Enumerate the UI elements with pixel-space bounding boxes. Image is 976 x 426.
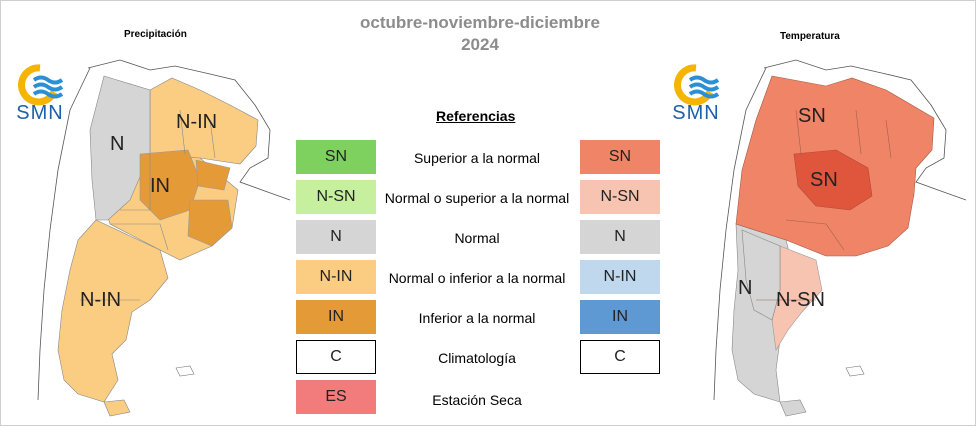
temp-map: SN SN N N-SN	[713, 59, 967, 417]
precip-region-northwest	[89, 75, 151, 221]
ref-label-normal-superior: Normal o superior a la normal	[384, 190, 570, 206]
temp-chile-border	[713, 67, 767, 401]
temp-label-sn-center: SN	[810, 169, 838, 191]
precip-region-in-east	[187, 199, 233, 247]
precip-malvinas	[175, 365, 195, 377]
precip-region-in-littoral	[195, 159, 231, 191]
ref-left-in: IN	[296, 300, 376, 334]
ref-label-climatologia: Climatología	[438, 350, 516, 366]
precip-label-in: IN	[150, 175, 170, 197]
temp-map-title: Temperatura	[780, 31, 840, 42]
temp-label-n: N	[738, 277, 752, 299]
ref-label-normal: Normal	[454, 230, 500, 246]
ref-label-superior: Superior a la normal	[413, 150, 541, 166]
smn-logo-text: SMN	[672, 102, 720, 124]
temp-province-lines	[756, 109, 892, 301]
references-title: Referencias	[436, 108, 516, 124]
ref-left-n: N	[296, 220, 376, 254]
temp-label-n-sn: N-SN	[776, 289, 825, 311]
ref-label-normal-inferior: Normal o inferior a la normal	[388, 270, 566, 286]
title-period: octubre-noviembre-diciembre	[360, 13, 600, 32]
ref-right-in: IN	[580, 300, 660, 334]
smn-logo-right: SMN	[666, 62, 726, 132]
ref-left-c: C	[296, 340, 376, 374]
temp-region-patagonia-west	[741, 229, 781, 321]
precip-label-n-in-south: N-IN	[80, 289, 121, 311]
precip-chile-border	[37, 67, 91, 401]
ref-right-n-sn: N-SN	[580, 180, 660, 214]
figure-title: octubre-noviembre-diciembre 2024	[330, 12, 630, 56]
smn-logo-icon	[18, 64, 64, 106]
ref-label-inferior: Inferior a la normal	[418, 310, 536, 326]
precip-map-title: Precipitación	[124, 29, 187, 40]
ref-label-estacion-seca: Estación Seca	[432, 392, 522, 408]
temp-region-core	[793, 149, 873, 211]
ref-right-n-in: N-IN	[580, 260, 660, 294]
precip-province-lines	[80, 109, 216, 301]
smn-logo-icon	[674, 64, 720, 106]
smn-logo-left: SMN	[10, 62, 70, 132]
precip-neighbour-border	[87, 59, 291, 201]
ref-right-n: N	[580, 220, 660, 254]
precip-label-n-in-north: N-IN	[176, 111, 217, 133]
precip-map: N N-IN IN N-IN	[37, 59, 291, 417]
ref-left-es: ES	[296, 380, 376, 414]
title-year: 2024	[461, 35, 499, 54]
temp-neighbour-border	[763, 59, 967, 201]
temp-label-sn-north: SN	[798, 105, 826, 127]
ref-left-sn: SN	[296, 140, 376, 174]
ref-right-c: C	[580, 340, 660, 374]
ref-left-n-in: N-IN	[296, 260, 376, 294]
ref-right-sn: SN	[580, 140, 660, 174]
temp-tierra-del-fuego	[779, 399, 807, 417]
precip-tierra-del-fuego	[103, 399, 131, 417]
precip-region-south	[57, 219, 169, 403]
ref-left-n-sn: N-SN	[296, 180, 376, 214]
precip-label-n: N	[110, 133, 124, 155]
temp-malvinas	[845, 365, 865, 377]
smn-logo-text: SMN	[16, 102, 64, 124]
